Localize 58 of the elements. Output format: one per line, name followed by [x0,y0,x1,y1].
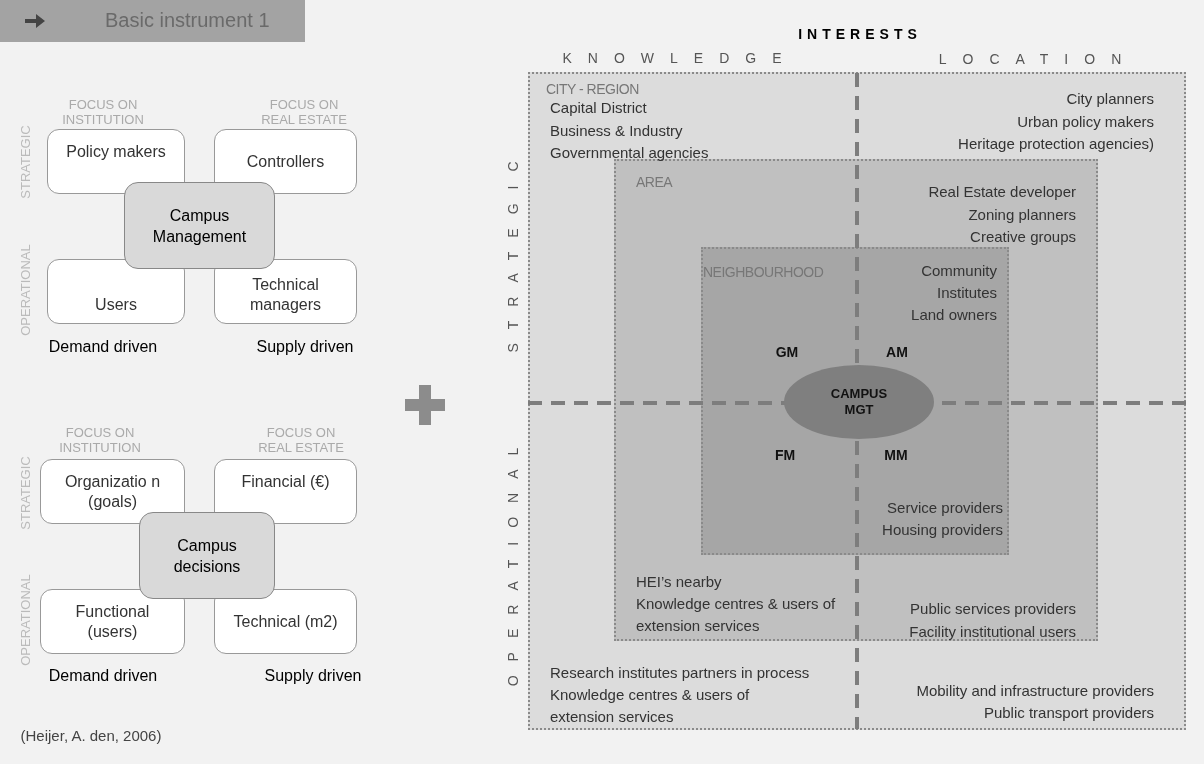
stakeholder-text: City planners [1066,89,1154,109]
column-caption: Demand driven [48,667,158,685]
column-heading: FOCUS ON REAL ESTATE [260,97,348,127]
stakeholder-text: Public transport providers [983,703,1154,723]
stakeholder-text: Business & Industry [550,121,683,141]
stakeholder-text: Knowledge centres & users of extension services [550,685,751,727]
axis-heading: KNOWLEDGE [562,50,798,66]
citation: (Heijer, A. den, 2006) [20,726,162,744]
scale-zone [614,159,1098,641]
stakeholder-box: Controllers [214,129,357,194]
stakeholder-text: Institutes [936,283,997,303]
zone-title: AREA [636,173,673,192]
column-heading: FOCUS ON INSTITUTION [58,425,142,455]
scale-zone [528,72,1186,730]
stakeholder-box: Financial (€) [214,459,357,524]
stakeholder-box: Users [47,259,185,324]
stakeholder-box: Functional (users) [40,589,185,654]
section-title: Basic instrument 1 [105,9,270,32]
column-caption: Supply driven [264,667,362,685]
stakeholder-text: Governmental agencies [550,143,709,163]
column-caption: Demand driven [48,338,158,356]
stakeholder-text: Urban policy makers [1017,112,1154,132]
stakeholder-text: Public services providers [910,599,1076,619]
axis-heading: LOCATION [938,51,1138,67]
stakeholder-text: Mobility and infrastructure providers [916,681,1154,701]
stakeholder-box: Technical (m2) [214,589,357,654]
quadrant-label: AM [886,344,908,360]
column-heading: FOCUS ON REAL ESTATE [257,425,345,455]
stakeholder-text: Facility institutional users [909,622,1076,642]
zone-title: CITY - REGION [546,80,639,99]
quadrant-label: GM [775,344,799,360]
axis-title: INTERESTS [798,26,922,42]
stakeholder-box: Organizatio n (goals) [40,459,185,524]
stakeholder-text: Knowledge centres & users of extension services [636,594,837,636]
stakeholder-text: Real Estate developer [928,182,1076,202]
quadrant-label: FM [774,447,796,463]
stakeholder-text: Capital District [550,98,647,118]
quadrant-label: MM [884,447,908,463]
stakeholder-text: HEI’s nearby [636,572,722,592]
header-band [0,0,305,42]
stakeholder-box: Policy makers [47,129,185,194]
center-ellipse: CAMPUS MGT [784,365,934,439]
stakeholder-text: Research institutes partners in process [550,663,810,683]
stakeholder-text: Heritage protection agencies) [958,134,1154,154]
axis-heading: OPERATIONAL [505,433,521,687]
stakeholder-box: Technical managers [214,259,357,324]
scale-zone [701,247,1009,555]
central-box: Campus decisions [139,512,275,599]
central-box: Campus Management [124,182,275,269]
stakeholder-text: Zoning planners [968,205,1076,225]
stakeholder-text: Community [921,261,997,281]
stakeholder-text: Land owners [911,305,997,325]
axis-heading: STRATEGIC [505,147,521,353]
stakeholder-text: Housing providers [882,520,1003,540]
column-heading: FOCUS ON INSTITUTION [61,97,145,127]
column-caption: Supply driven [256,338,354,356]
stakeholder-text: Creative groups [970,227,1076,247]
stakeholder-text: Service providers [887,498,1003,518]
